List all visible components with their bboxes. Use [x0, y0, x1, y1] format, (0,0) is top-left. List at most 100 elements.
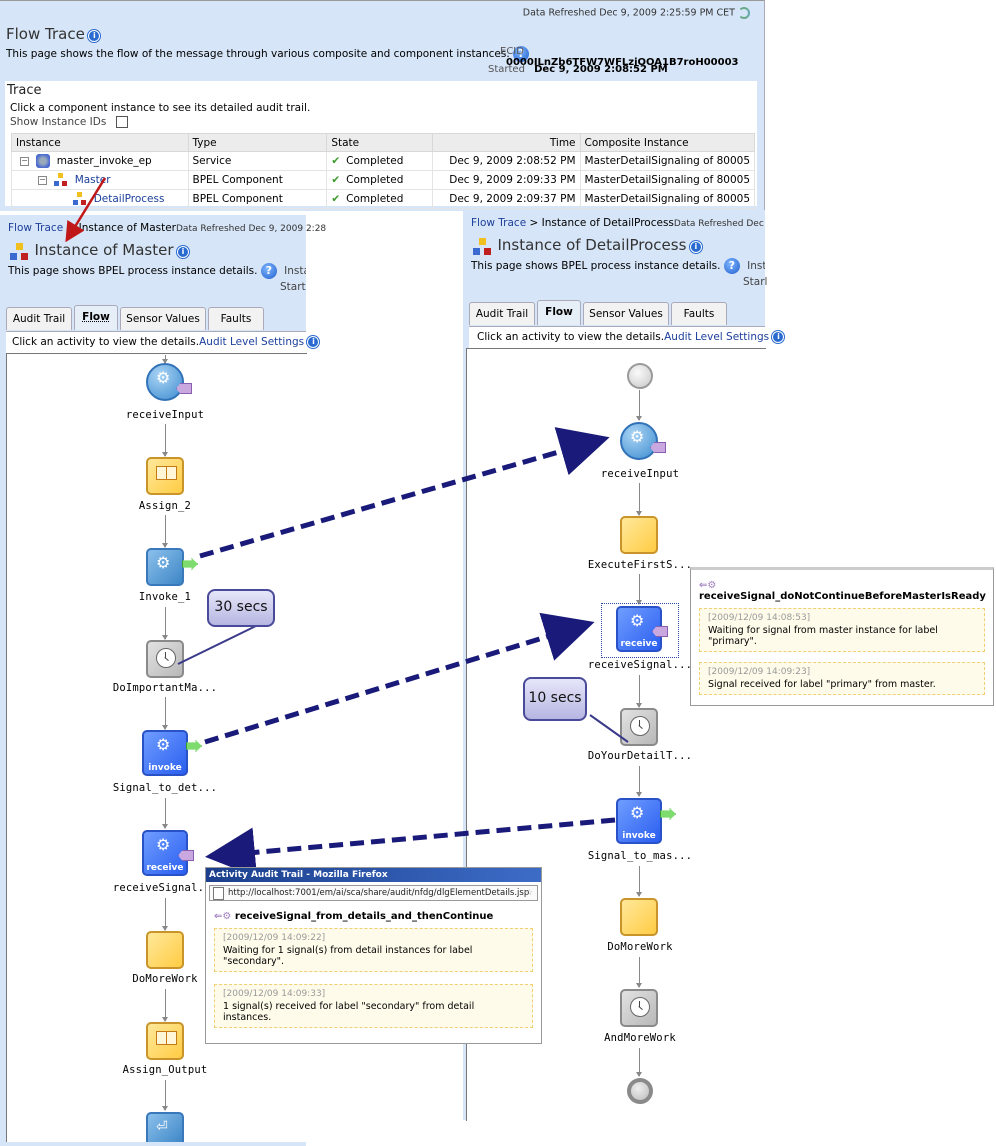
- popup-activity-name: receiveSignal_doNotContinueBeforeMasterI…: [699, 591, 986, 602]
- node-receive-signal[interactable]: ⚙ receive: [142, 830, 194, 876]
- info-icon[interactable]: i: [307, 336, 320, 348]
- node-assign-output[interactable]: [146, 1022, 184, 1060]
- page-title: Instance of Master: [34, 241, 174, 259]
- selection-box: [601, 603, 679, 658]
- wait-callout-master: 30 secs: [207, 589, 275, 627]
- tab-flow[interactable]: Flow: [537, 300, 581, 325]
- tab-audit-trail[interactable]: Audit Trail: [469, 302, 535, 325]
- instance-state: Completed: [346, 193, 404, 205]
- node-label: Assign_2: [138, 500, 192, 512]
- node-assign-2[interactable]: [146, 457, 184, 495]
- node-label: ExecuteFirstS...: [587, 559, 693, 571]
- col-instance[interactable]: Instance: [11, 133, 189, 152]
- node-signal-to-master[interactable]: ⚙ invoke: [616, 798, 676, 844]
- gear-icon: ⚙: [630, 611, 645, 630]
- col-state[interactable]: State: [326, 133, 434, 152]
- audit-message: Waiting for signal from master instance …: [708, 625, 938, 647]
- popup-url-bar[interactable]: http://localhost:7001/em/ai/sca/share/au…: [209, 885, 538, 901]
- node-label: Invoke_1: [138, 591, 192, 603]
- completed-check-icon: ✔: [331, 155, 341, 167]
- node-label: DoImportantMa...: [112, 682, 218, 694]
- wait-callout-detail: 10 secs: [523, 677, 587, 721]
- flow-hint: Click an activity to view the details.: [12, 336, 200, 348]
- breadcrumb-current: Instance of Master: [78, 222, 176, 234]
- audit-entry: [2009/12/09 14:08:53] Waiting for signal…: [699, 608, 985, 652]
- data-refreshed: Data Refreshed Dec 9, 2: [673, 219, 765, 229]
- node-do-your-detail[interactable]: [620, 708, 658, 746]
- node-and-more-work[interactable]: [620, 989, 658, 1027]
- node-do-more-work[interactable]: [620, 898, 658, 936]
- col-type[interactable]: Type: [187, 133, 328, 152]
- help-icon[interactable]: ?: [260, 263, 277, 279]
- node-receive-input[interactable]: ⚙: [146, 363, 192, 401]
- instance-type: BPEL Component: [187, 189, 328, 209]
- info-icon[interactable]: i: [689, 241, 702, 253]
- help-icon[interactable]: ?: [723, 258, 740, 274]
- start-node[interactable]: [627, 363, 653, 389]
- popup-title: Activity Audit Trail - Mozilla Firefox: [206, 868, 541, 882]
- started-label: Start: [280, 281, 306, 293]
- info-icon[interactable]: i: [772, 331, 785, 343]
- started-label: Starl: [743, 276, 768, 288]
- tab-sensor-values[interactable]: Sensor Values: [583, 302, 669, 325]
- node-do-more-work[interactable]: [146, 931, 184, 969]
- tab-faults[interactable]: Faults: [671, 302, 727, 325]
- bpel-component-icon: [73, 192, 87, 206]
- breadcrumb-flow-trace[interactable]: Flow Trace: [8, 222, 64, 234]
- instance-time: Dec 9, 2009 2:08:52 PM: [432, 151, 581, 171]
- info-icon[interactable]: i: [177, 246, 190, 258]
- bookmark-star-icon[interactable]: ☆: [525, 888, 533, 898]
- refresh-icon[interactable]: [738, 7, 750, 19]
- audit-timestamp: [2009/12/09 14:08:53]: [708, 613, 811, 623]
- node-receive-signal[interactable]: ⚙ receive: [616, 606, 668, 652]
- col-composite[interactable]: Composite Instance: [579, 133, 756, 152]
- bpel-process-icon: [10, 243, 28, 261]
- node-signal-to-detail[interactable]: ⚙ invoke: [142, 730, 202, 776]
- breadcrumb-flow-trace[interactable]: Flow Trace: [471, 217, 527, 229]
- receive-arrow-icon: [176, 383, 192, 394]
- help-icon[interactable]: ?: [513, 46, 530, 62]
- audit-level-settings-link[interactable]: Audit Level Settings: [664, 331, 770, 343]
- instance-label: Instance: [284, 265, 306, 277]
- node-label: AndMoreWork: [604, 1032, 676, 1044]
- tab-flow[interactable]: Flow: [74, 305, 118, 330]
- receive-arrow-icon: [650, 442, 666, 453]
- invoke-tag: invoke: [148, 763, 182, 773]
- tab-faults[interactable]: Faults: [208, 307, 264, 330]
- trace-heading: Trace: [7, 83, 42, 98]
- instance-link-detailprocess[interactable]: DetailProcess: [93, 193, 165, 205]
- reply-icon: ⏎: [156, 1119, 168, 1135]
- node-label: receiveInput: [125, 409, 205, 421]
- node-invoke-1[interactable]: ⚙: [146, 548, 198, 586]
- receive-tag: receive: [620, 639, 658, 649]
- instance-link-master[interactable]: Master: [74, 174, 111, 186]
- instance-type: BPEL Component: [187, 170, 328, 190]
- tab-sensor-values[interactable]: Sensor Values: [120, 307, 206, 330]
- assign-icon: [156, 1031, 177, 1045]
- collapse-toggle[interactable]: −: [38, 174, 47, 185]
- show-instance-ids-label: Show Instance IDs: [10, 116, 107, 128]
- flow-hint-bar: Click an activity to view the details.Au…: [469, 326, 785, 349]
- audit-level-settings-link[interactable]: Audit Level Settings: [199, 336, 305, 348]
- page-description: This page shows BPEL process instance de…: [8, 265, 258, 277]
- node-reply-output[interactable]: ⏎: [146, 1112, 184, 1146]
- node-do-important[interactable]: [146, 640, 184, 678]
- node-execute-first[interactable]: [620, 516, 658, 554]
- detail-audit-popup: ⇐⚙ receiveSignal_doNotContinueBeforeMast…: [690, 567, 994, 706]
- gear-icon: ⚙: [156, 835, 171, 854]
- end-node[interactable]: [627, 1078, 653, 1104]
- clock-icon: [630, 997, 650, 1017]
- clock-icon: [156, 648, 176, 668]
- gear-icon: ⚙: [156, 553, 171, 572]
- show-instance-ids-checkbox[interactable]: [115, 116, 128, 128]
- instance-name: master_invoke_ep: [56, 155, 152, 167]
- collapse-toggle[interactable]: −: [20, 155, 29, 166]
- col-time[interactable]: Time: [432, 133, 581, 152]
- info-icon[interactable]: i: [88, 30, 101, 42]
- breadcrumb-separator: >: [529, 217, 539, 229]
- instance-time: Dec 9, 2009 2:09:33 PM: [432, 170, 581, 190]
- activity-audit-popup: Activity Audit Trail - Mozilla Firefox h…: [205, 867, 542, 1044]
- started-label: Started: [488, 64, 525, 75]
- tab-audit-trail[interactable]: Audit Trail: [6, 307, 72, 330]
- node-receive-input[interactable]: ⚙: [620, 422, 666, 460]
